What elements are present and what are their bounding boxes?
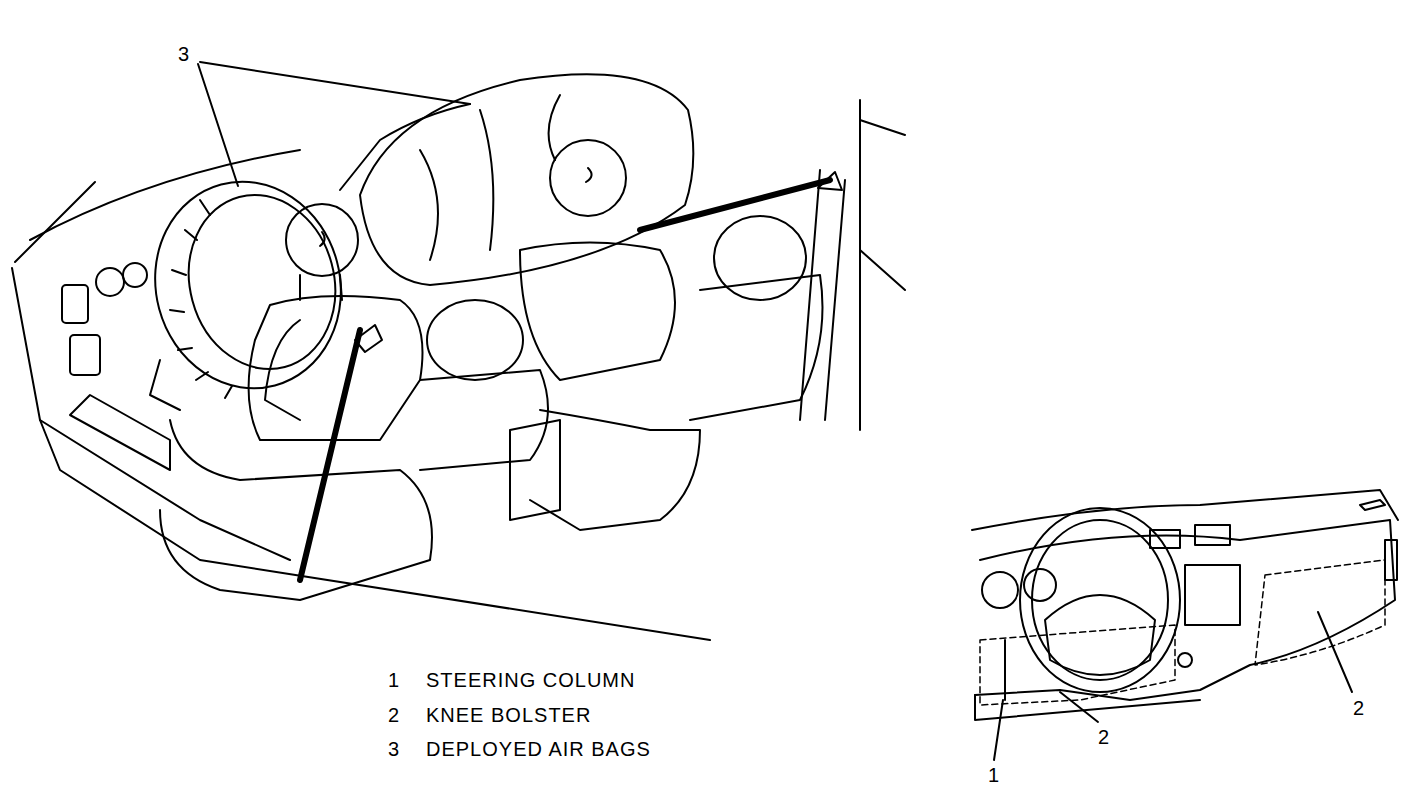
wheel-ticks xyxy=(170,200,232,398)
leader-line xyxy=(1318,612,1352,692)
console xyxy=(510,420,560,520)
a-pillar xyxy=(15,182,95,262)
steering-column xyxy=(1004,640,1006,700)
belt-buckle xyxy=(355,325,382,352)
windshield xyxy=(340,104,470,190)
wheel-hub xyxy=(1045,595,1155,675)
door-frame xyxy=(860,100,905,430)
part-name: STEERING COLUMN xyxy=(426,670,635,690)
knob xyxy=(1178,653,1192,667)
callout-number: 2 xyxy=(1098,727,1110,747)
radio xyxy=(1185,565,1240,625)
side-vent xyxy=(1385,540,1397,580)
callout-number: 2 xyxy=(388,705,400,725)
part-name: KNEE BOLSTER xyxy=(426,705,591,725)
leader-line xyxy=(1060,692,1098,722)
callout-number: 2 xyxy=(1353,698,1365,718)
pedal-area xyxy=(70,395,170,470)
dash-vent xyxy=(70,335,100,375)
bag-folds xyxy=(420,95,560,260)
driver-arm xyxy=(265,320,300,420)
ear xyxy=(320,232,325,246)
ip-face xyxy=(975,520,1395,700)
steering-column xyxy=(150,360,180,410)
callout-number: 3 xyxy=(388,739,400,759)
ip-vent xyxy=(1195,525,1230,545)
belt-anchor xyxy=(818,172,842,190)
knee-bolster-outline xyxy=(980,560,1385,705)
driver-head xyxy=(286,204,358,276)
seat-cushion xyxy=(160,420,432,600)
defrost xyxy=(1360,500,1385,510)
gauge xyxy=(96,268,124,296)
leader-line xyxy=(200,62,470,104)
gauge xyxy=(1024,569,1056,601)
steering-wheel xyxy=(1020,508,1180,692)
dash-vent xyxy=(62,285,88,323)
callout-number: 3 xyxy=(178,44,190,64)
headrest xyxy=(427,300,523,380)
seat-cushion xyxy=(530,410,700,530)
callout-number: 1 xyxy=(388,670,400,690)
driver-air-bag xyxy=(170,178,355,385)
callout-number: 1 xyxy=(988,765,1000,785)
passenger-torso xyxy=(520,243,675,381)
steering-wheel-rim xyxy=(132,161,364,410)
gauge xyxy=(123,263,147,287)
seat-belt xyxy=(300,330,360,580)
passenger-head xyxy=(550,140,626,216)
ip-top xyxy=(972,490,1398,530)
b-pillar xyxy=(800,170,845,420)
part-name: DEPLOYED AIR BAGS xyxy=(426,739,651,759)
leader-line xyxy=(994,700,1003,760)
gauge xyxy=(982,572,1018,608)
passenger-air-bag xyxy=(360,74,693,285)
steering-wheel-inner xyxy=(1032,520,1168,680)
driver-torso xyxy=(249,296,423,440)
seat-back xyxy=(420,370,548,470)
dash-front xyxy=(12,268,290,560)
ear xyxy=(586,168,592,182)
